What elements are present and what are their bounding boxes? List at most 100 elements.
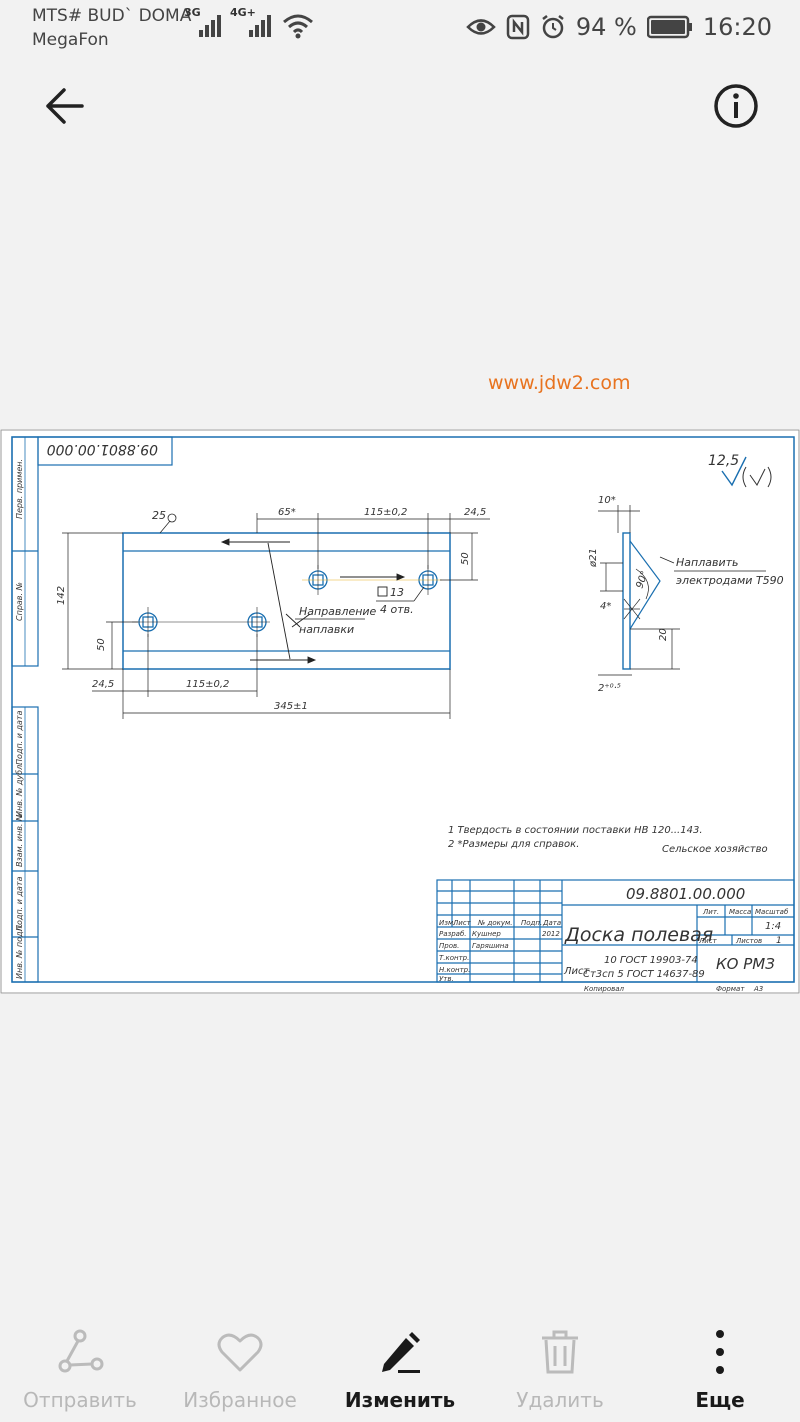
col-list: Лист [452,919,472,927]
share-icon [58,1329,104,1373]
note-1: 1 Твердость в состоянии поставки НВ 120.… [448,825,703,836]
title-code: 09.8801.00.000 [626,885,745,903]
dim-25: 25 [152,509,166,522]
side-label: Подп. и дата [15,710,24,765]
more-vertical-icon [716,1330,724,1374]
alarm-icon [542,15,564,39]
dim-10: 10* [598,495,616,506]
side-label: Инв. № дубл. [15,762,24,817]
network-type-4g: 4G+ [230,6,256,19]
send-label: Отправить [23,1388,137,1412]
tkontr-label: Т.контр. [439,954,469,962]
plate-view: Направление наплавки 13 4 отв. 25 [122,509,451,670]
col-sign: Подп. [521,919,542,927]
bottom-action-bar: Отправить Избранное Изменить Удалит [0,1310,800,1422]
wifi-icon [283,14,313,39]
clock: 16:20 [702,13,772,41]
favorite-button[interactable]: Избранное [160,1310,320,1422]
app-bar [0,70,800,146]
dim-24-5-top: 24,5 [464,507,486,518]
dim-142: 142 [56,586,67,605]
sheets-label: Листов [735,937,762,945]
info-button[interactable] [706,76,766,136]
utv-label: Утв. [439,975,454,983]
industry-label: Сельское хозяйство [662,844,768,855]
drawing-image[interactable]: Перв. примен. Справ. № Подп. и дата Инв.… [0,429,800,994]
dim-65: 65* [278,507,296,518]
weld-label-2: электродами Т590 [676,574,784,587]
roughness-icon [721,456,747,487]
pencil-icon [382,1332,420,1373]
status-right-group: 94 % 16:20 [466,10,772,44]
carrier-name: MTS# BUD` DOMA [32,6,192,26]
send-button[interactable]: Отправить [0,1310,160,1422]
col-date: Дата [542,919,561,927]
trash-icon [542,1330,578,1374]
note-2: 2 *Размеры для справок. [448,839,579,850]
direction-label-2: наплавки [299,623,354,636]
dim-2: 2⁺⁰·⁵ [598,683,621,694]
col-doc: № докум. [477,919,513,927]
prov-name: Гаряшина [472,942,509,950]
nfc-icon [506,14,530,40]
dim-50-right: 50 [460,552,471,565]
delete-label: Удалить [516,1388,604,1412]
heart-icon [217,1333,263,1372]
more-button[interactable]: Еще [640,1310,800,1422]
dim-115-top: 115±0,2 [364,507,407,518]
eye-icon [466,19,496,35]
sheet-label: Лист [698,937,718,945]
side-label: Справ. № [15,582,24,621]
copied-label: Копировал [584,985,625,993]
side-label: Инв. № подл. [15,924,24,979]
razrab-label: Разраб. [439,930,467,938]
info-icon [714,84,758,128]
dim-21: ø21 [588,548,599,568]
status-bar: MTS# BUD` DOMA MegaFon 3G 4G+ 94 % [0,0,800,60]
dimension-lines [62,513,490,719]
signal-icon [199,15,221,37]
material-2: Ст3сп 5 ГОСТ 14637-89 [583,969,705,980]
weld-label-1: Наплавить [676,556,739,569]
back-button[interactable] [34,76,94,136]
side-label: Перв. примен. [15,459,24,519]
edit-label: Изменить [344,1388,456,1412]
delete-button[interactable]: Удалить [480,1310,640,1422]
nkontr-label: Н.контр. [439,966,470,974]
direction-label-1: Направление [299,605,377,618]
prov-label: Пров. [439,942,459,950]
more-label: Еще [695,1388,745,1412]
dim-115-bottom: 115±0,2 [186,679,229,690]
watermark-text: www.jdw2.com [488,372,631,394]
carrier-name-secondary: MegaFon [32,30,109,50]
network-type-3g: 3G [184,6,201,19]
dim-4: 4* [600,601,611,612]
razrab-date: 2012 [542,930,560,938]
dim-24-5-bottom: 24,5 [92,679,114,690]
title-block [436,879,795,983]
arrow-left-icon [46,88,84,124]
technical-drawing: Перв. примен. Справ. № Подп. и дата Инв.… [0,429,800,994]
razrab-name: Кушнер [472,930,501,938]
dim-345: 345±1 [274,701,308,712]
side-view: 10* ø21 90° 4* 20 2⁺⁰·⁵ Наплавить электр… [588,495,784,694]
holes-count-label: 4 отв. [380,603,414,616]
battery-icon [646,15,692,39]
format-label: Формат [716,985,745,993]
material-1: 10 ГОСТ 19903-74 [604,955,698,966]
material-prefix: Лист [563,966,591,977]
mass-label: Масса [729,908,751,916]
sheets-value: 1 [776,936,782,946]
edit-button[interactable]: Изменить [320,1310,480,1422]
dim-20: 20 [658,628,669,641]
drawing-code-rotated: 09.8801.00.000 [47,441,158,457]
dim-50-left: 50 [96,638,107,651]
scale-value: 1:4 [765,921,781,932]
format-value: А3 [753,985,763,993]
part-name: Доска полевая [564,924,713,946]
hole-size-label: 13 [390,586,404,599]
col-izm: Изм. [439,919,455,927]
organization: КО РМЗ [716,955,775,973]
side-label: Подп. и дата [15,876,24,931]
signal-icon-secondary [249,15,271,37]
